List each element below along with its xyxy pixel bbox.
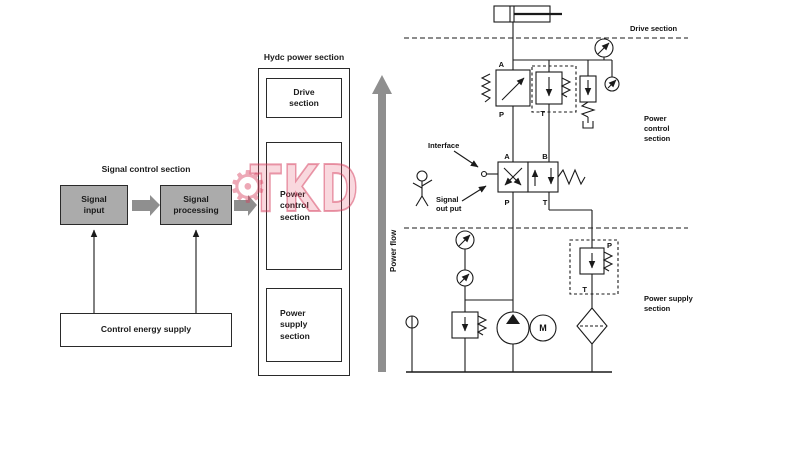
interface-label: Interface xyxy=(428,141,459,150)
pressure-gauge-supply-1 xyxy=(455,230,475,250)
port-p-directional-valve: P xyxy=(504,198,509,207)
power-supply-label-2: section xyxy=(644,304,671,313)
port-a-flow-valve: A xyxy=(499,60,505,69)
signal-output-arrow xyxy=(461,185,487,202)
pressure-gauge-top xyxy=(594,38,614,58)
power-supply-label-1: Power supply xyxy=(644,294,694,303)
section-separators xyxy=(404,37,688,229)
hydc-supply-box: Power supply section xyxy=(266,288,342,362)
hydc-drive-box: Drive section xyxy=(266,78,342,118)
flow-arrow-1 xyxy=(132,195,160,216)
pump-symbol xyxy=(496,311,530,345)
hydc-outer-box xyxy=(258,68,350,376)
operator-figure xyxy=(412,170,433,207)
power-flow-arrow xyxy=(372,75,392,372)
hydc-supply-label: Power supply section xyxy=(280,308,310,341)
drive-section-label: Drive section xyxy=(630,24,678,33)
cylinder-symbol xyxy=(493,5,562,23)
hydc-section-title: Hydc power section xyxy=(263,52,345,62)
hydc-control-box: Power control section xyxy=(266,142,342,270)
relief-valve-supply xyxy=(569,239,619,295)
power-flow-label: Power flow xyxy=(389,229,398,272)
circuit-labels: Drive section Power control section Powe… xyxy=(428,24,694,333)
signal-input-box: Signal input xyxy=(60,185,128,225)
signal-processing-box: Signal processing xyxy=(160,185,232,225)
pressure-valve xyxy=(531,65,577,113)
directional-valve xyxy=(480,161,586,193)
hydraulic-circuit: Drive section Power control section Powe… xyxy=(404,5,694,373)
signal-processing-label: Signal processing xyxy=(173,193,219,215)
circuit-lines xyxy=(406,22,613,373)
filter-symbol xyxy=(576,307,608,345)
hydc-drive-label: Drive section xyxy=(289,86,319,108)
signal-section-title: Signal control section xyxy=(101,164,191,174)
port-t-pressure-valve: T xyxy=(540,109,545,118)
relief-valve-control xyxy=(579,75,597,129)
flow-arrow-2 xyxy=(234,195,257,216)
hydc-control-label: Power control section xyxy=(280,189,310,222)
power-control-label-1: Power xyxy=(644,114,667,123)
signal-output-label-2: out put xyxy=(436,204,462,213)
breather-symbol xyxy=(405,315,419,329)
pilot-valve-supply xyxy=(451,311,488,339)
motor-symbol xyxy=(529,314,557,342)
port-b-directional-valve: B xyxy=(542,152,548,161)
port-p-flow-valve: P xyxy=(499,110,504,119)
port-t-relief-supply: T xyxy=(582,285,587,294)
signal-input-label: Signal input xyxy=(81,193,107,215)
port-t-directional-valve: T xyxy=(543,198,548,207)
power-control-label-3: section xyxy=(644,134,671,143)
control-energy-box: Control energy supply xyxy=(60,313,232,347)
power-control-label-2: control xyxy=(644,124,669,133)
port-a-directional-valve: A xyxy=(504,152,510,161)
flow-control-valve xyxy=(480,69,531,107)
pressure-gauge-control-2 xyxy=(604,76,620,92)
signal-output-label-1: Signal xyxy=(436,195,459,204)
port-p-relief-supply: P xyxy=(607,241,612,250)
pressure-gauge-supply-2 xyxy=(456,269,474,287)
control-energy-label: Control energy supply xyxy=(100,324,192,335)
interface-arrow xyxy=(453,150,479,168)
motor-m-label: M xyxy=(539,323,547,333)
